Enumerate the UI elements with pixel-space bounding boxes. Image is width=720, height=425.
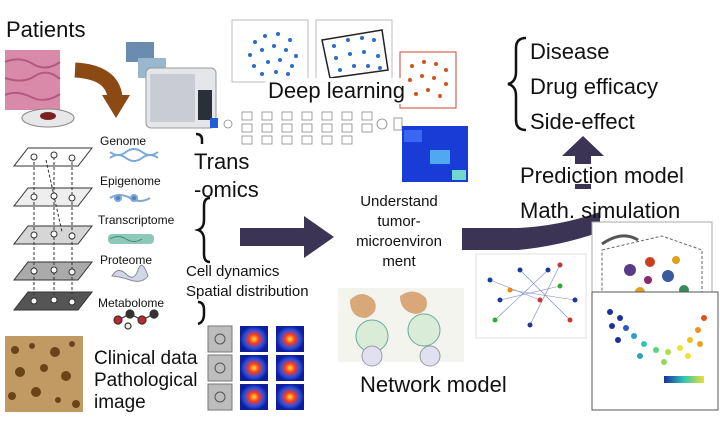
clinical-line-1: Clinical data <box>94 348 198 369</box>
understand-line-2: tumor- <box>377 213 421 230</box>
deep-learning-scatter-3 <box>399 51 457 109</box>
transomics-line-1: Trans <box>194 149 250 174</box>
clinical-line-3: image <box>94 392 146 413</box>
outcomes-list: Disease Drug efficacy Side-effect <box>530 34 658 139</box>
dna-helix-icon <box>109 148 159 162</box>
transomics-line-2: -omics <box>194 177 259 202</box>
math-simulation-label: Math. simulation <box>520 198 681 223</box>
cell-dynamics-label: Cell dynamics Spatial distribution <box>186 262 309 302</box>
deep-learning-scatter-1 <box>231 19 309 83</box>
deep-learning-label: Deep learning <box>265 78 408 104</box>
epigenome-label: Epigenome <box>100 174 161 188</box>
clinical-line-2: Pathological <box>94 370 198 391</box>
tsne-colored-plot <box>591 291 719 411</box>
outcome-disease: Disease <box>530 39 610 64</box>
patients-label: Patients <box>6 17 86 42</box>
network-graph-image <box>475 253 587 339</box>
clinical-data-label: Clinical data Pathological image <box>94 348 198 414</box>
neural-network-diagram <box>223 111 403 145</box>
transcriptome-label: Transcriptome <box>98 213 175 227</box>
transomics-label: Trans -omics <box>194 148 259 204</box>
tissue-sample-image <box>4 50 61 110</box>
rna-icon <box>108 234 154 244</box>
omics-layers-network <box>12 147 94 311</box>
deep-learning-scatter-2 <box>315 19 393 83</box>
outcome-side-effect: Side-effect <box>530 109 635 134</box>
proteome-label: Proteome <box>100 253 153 267</box>
understand-line-4: ment <box>382 253 416 270</box>
cell-dynamics-grid <box>207 325 304 411</box>
transomics-to-understand-arrow <box>240 216 334 258</box>
spatial-distribution-line: Spatial distribution <box>186 283 309 300</box>
understand-to-prediction-band <box>462 212 600 250</box>
heatmap-image <box>402 126 468 182</box>
outcomes-bracket <box>507 36 527 132</box>
genome-label: Genome <box>100 134 147 148</box>
transomics-bracket <box>194 132 211 326</box>
understand-tme-label: Understand tumor- microenviron ment <box>334 192 464 272</box>
protein-icon <box>111 264 149 282</box>
cell-dynamics-line: Cell dynamics <box>186 263 280 280</box>
pathology-image <box>5 336 83 412</box>
understand-line-3: microenviron <box>356 233 442 250</box>
prediction-model-label: Prediction model <box>520 163 684 188</box>
petri-dish-image <box>21 108 75 128</box>
metabolome-label: Metabolome <box>98 296 165 310</box>
prediction-up-arrow <box>562 136 604 189</box>
outcome-drug-efficacy: Drug efficacy <box>530 74 658 99</box>
network-model-label: Network model <box>360 372 507 397</box>
understand-line-1: Understand <box>360 193 438 210</box>
patients-arrow <box>74 62 130 118</box>
metabolite-molecule-icon <box>113 309 159 330</box>
network-model-cells <box>338 288 464 367</box>
chromatin-icon <box>109 194 151 202</box>
sequencer-image <box>126 42 218 129</box>
